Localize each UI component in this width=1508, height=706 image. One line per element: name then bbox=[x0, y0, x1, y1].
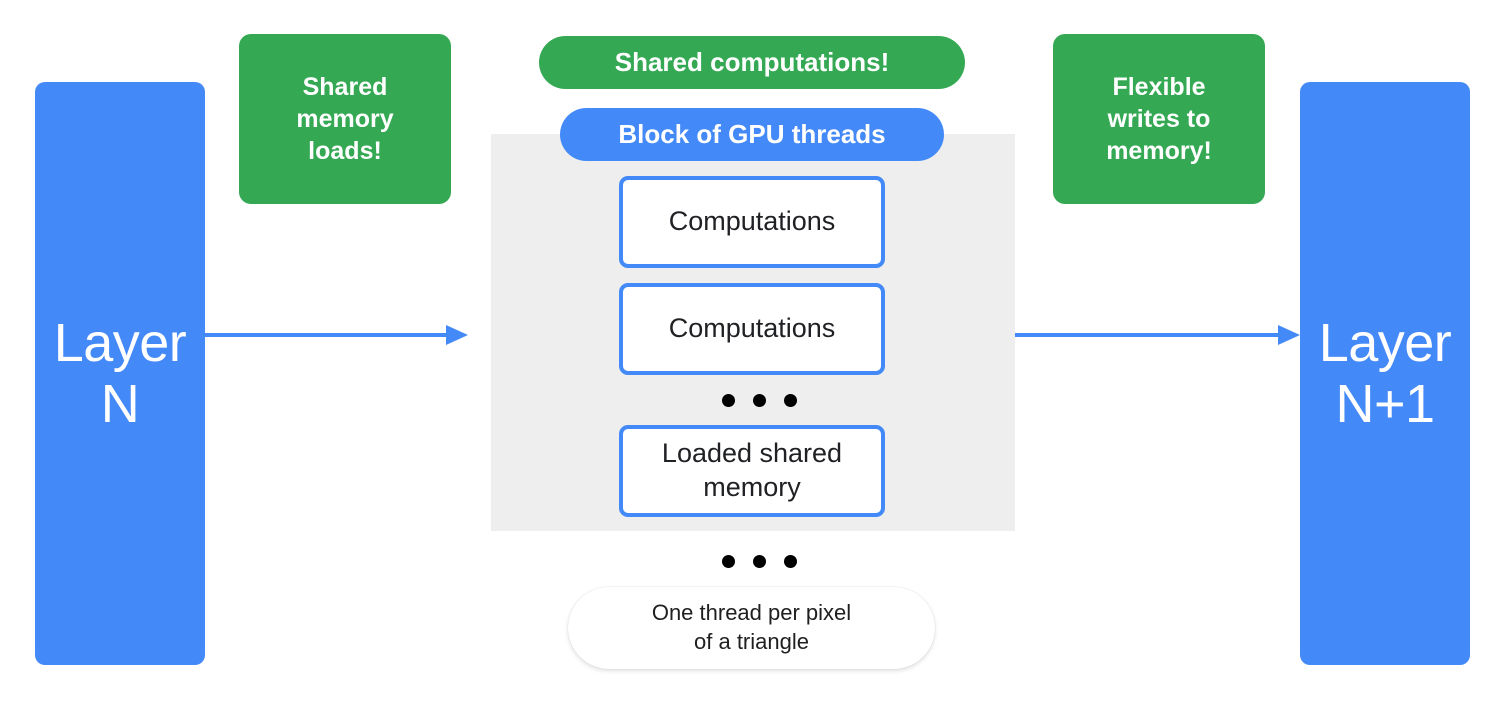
thread-box-loaded-shared-memory: Loaded shared memory bbox=[619, 425, 885, 517]
dot-icon bbox=[722, 394, 735, 407]
pill-block-of-gpu-threads-label: Block of GPU threads bbox=[618, 119, 886, 149]
layer-n-label: Layer N bbox=[53, 313, 187, 434]
layer-n-plus-1-block: Layer N+1 bbox=[1300, 82, 1470, 665]
arrow-layer-n-to-block bbox=[205, 324, 468, 346]
dot-icon bbox=[753, 394, 766, 407]
dot-icon bbox=[753, 555, 766, 568]
layer-n-plus-1-label: Layer N+1 bbox=[1318, 313, 1452, 434]
dot-icon bbox=[784, 555, 797, 568]
pill-one-thread-per-pixel: One thread per pixel of a triangle bbox=[568, 587, 935, 669]
thread-box-label: Computations bbox=[668, 206, 836, 237]
callout-shared-memory-loads: Shared memory loads! bbox=[239, 34, 451, 204]
pill-shared-computations: Shared computations! bbox=[539, 36, 965, 89]
ellipsis-dots-inner bbox=[722, 394, 797, 407]
layer-n-block: Layer N bbox=[35, 82, 205, 665]
callout-flexible-writes-label: Flexible writes to memory! bbox=[1106, 73, 1212, 165]
dot-icon bbox=[722, 555, 735, 568]
pill-shared-computations-label: Shared computations! bbox=[614, 47, 890, 77]
pill-one-thread-per-pixel-label: One thread per pixel of a triangle bbox=[651, 600, 852, 654]
pill-block-of-gpu-threads: Block of GPU threads bbox=[560, 108, 944, 161]
ellipsis-dots-outer bbox=[722, 555, 797, 568]
callout-flexible-writes-to-memory: Flexible writes to memory! bbox=[1053, 34, 1265, 204]
callout-shared-memory-loads-label: Shared memory loads! bbox=[296, 73, 394, 165]
thread-box-computations-1: Computations bbox=[619, 176, 885, 268]
dot-icon bbox=[784, 394, 797, 407]
thread-box-label: Computations bbox=[668, 313, 836, 344]
thread-box-label: Loaded shared memory bbox=[661, 438, 843, 502]
arrow-block-to-layer-n1 bbox=[1015, 324, 1300, 346]
thread-box-computations-2: Computations bbox=[619, 283, 885, 375]
